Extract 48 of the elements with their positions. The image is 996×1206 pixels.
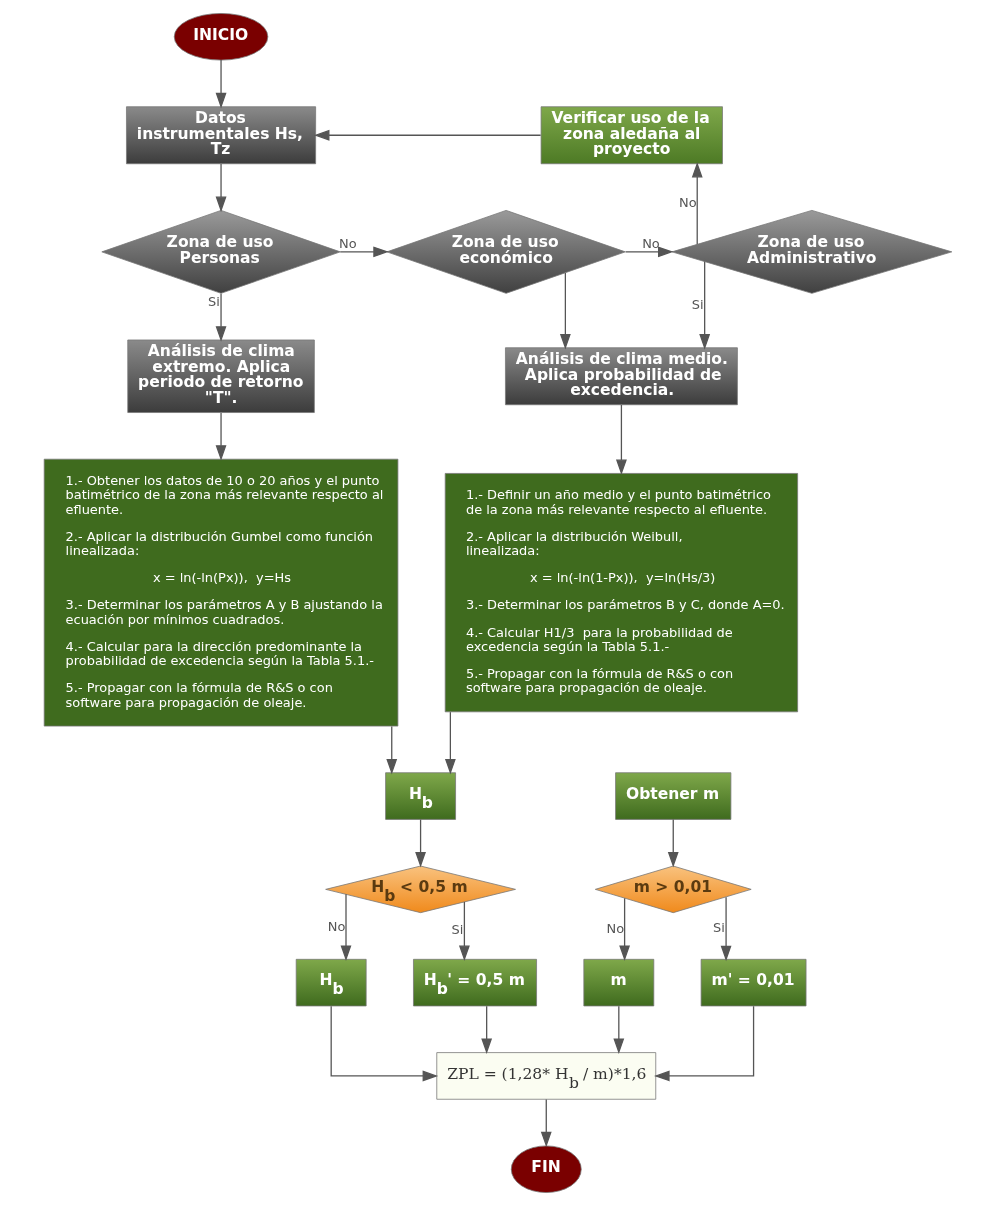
node-box: Datos instrumentales Hs, Tz (126, 106, 316, 165)
node-diamond: m > 0,01 (594, 865, 752, 914)
arrow (625, 246, 674, 258)
edge-label: Si (451, 922, 464, 938)
arrow (415, 818, 427, 868)
arrow (215, 293, 227, 342)
node-box: 1.- Definir un año medio y el punto batimétrico de la zona más relevante respecto al efluente. 2.- Aplicar la distribución Weibull, linealizada: x = ln(-ln(1-Px)), y=ln(Hs/3) 3.- Determinar los parámetros B y C, donde A=0. 4.- Calcular H1/3 para la probabilidad de excedencia según la Tabla 5.1.- 5.- Propagar con la fórmula de R&S o con software para propagación de oleaje. (444, 473, 798, 713)
node-diamond: Zona de uso Administrativo (671, 210, 953, 294)
arrow (654, 1005, 755, 1082)
arrow (339, 246, 389, 258)
arrow (386, 725, 398, 775)
arrow (619, 897, 631, 962)
node-diamond: Zona de uso Personas (101, 210, 341, 294)
arrow (691, 161, 703, 245)
edge-label: No (679, 194, 697, 210)
arrow (615, 404, 627, 476)
arrow (667, 818, 679, 868)
arrow (340, 893, 352, 961)
arrow (215, 59, 227, 109)
node-box: Análisis de clima extremo. Aplica periodo de retorno "T". (127, 339, 315, 413)
node-ellipse: INICIO (173, 13, 269, 61)
arrow (458, 901, 470, 962)
node-box: Obtener m (615, 772, 732, 820)
arrow (699, 260, 711, 350)
node-box: 1.- Obtener los datos de 10 o 20 años y el punto batimétrico de la zona más relevante respecto al efluente. 2.- Aplicar la distribución Gumbel como función linealizada: x = ln(-ln(Px)), y=Hs 3.- Determinar los parámetros A y B ajustando la ecuación por mínimos cuadrados. 4.- Calcular para la dirección predominante la probabilidad de excedencia según la Tabla 5.1.- 5.- Propagar con la fórmula de R&S o con software para propagación de oleaje. (43, 458, 399, 727)
arrow (215, 412, 227, 461)
edge-label: Si (208, 294, 220, 310)
node-box: m' = 0,01 (700, 958, 807, 1007)
node-box: m (583, 958, 655, 1007)
arrow (720, 896, 732, 962)
arrow (444, 711, 456, 775)
node-diamond: Zona de uso económico (386, 210, 626, 294)
edge-label: No (606, 920, 625, 936)
edge-label: No (327, 918, 346, 934)
arrow (215, 163, 227, 213)
arrow (313, 129, 542, 141)
arrow (613, 1005, 625, 1055)
node-box: Verificar uso de la zona aledaña al proyecto (540, 106, 723, 165)
node-box: Análisis de clima medio. Aplica probabilidad de excedencia. (505, 347, 738, 406)
edge-label: Si (691, 296, 704, 312)
edge-label: Si (713, 920, 725, 936)
edge-label: No (338, 235, 357, 251)
arrow (481, 1005, 493, 1055)
node-ellipse: FIN (510, 1145, 582, 1193)
arrow (559, 272, 571, 350)
arrow (330, 1005, 439, 1082)
arrow (540, 1098, 552, 1148)
edge-label: No (642, 235, 660, 251)
